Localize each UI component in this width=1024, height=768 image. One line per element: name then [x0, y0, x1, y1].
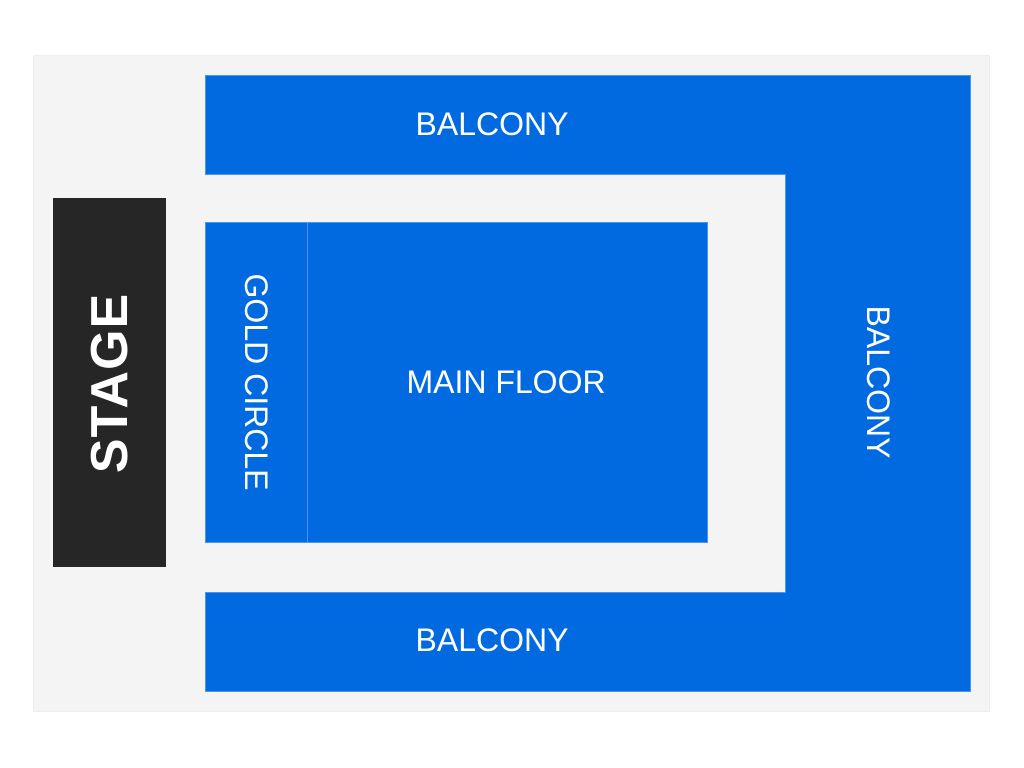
balcony-inner-edge-right [785, 174, 786, 593]
section-balcony-top[interactable] [205, 75, 971, 175]
balcony-inner-edge-bottom [205, 592, 785, 593]
balcony-bottom-label: BALCONY [415, 622, 569, 658]
gold-circle-label: GOLD CIRCLE [238, 273, 274, 491]
balcony-top-label: BALCONY [415, 106, 569, 142]
stage[interactable]: STAGE [53, 198, 166, 567]
balcony-inner-edge-top [205, 174, 785, 175]
section-balcony-bottom[interactable] [205, 592, 971, 692]
main-floor-label: MAIN FLOOR [406, 364, 606, 400]
section-main-floor[interactable] [307, 222, 708, 543]
stage-label: STAGE [80, 292, 139, 473]
section-balcony-right[interactable] [785, 174, 971, 594]
balcony-right-label: BALCONY [860, 305, 896, 459]
section-gold-circle[interactable] [205, 222, 308, 543]
